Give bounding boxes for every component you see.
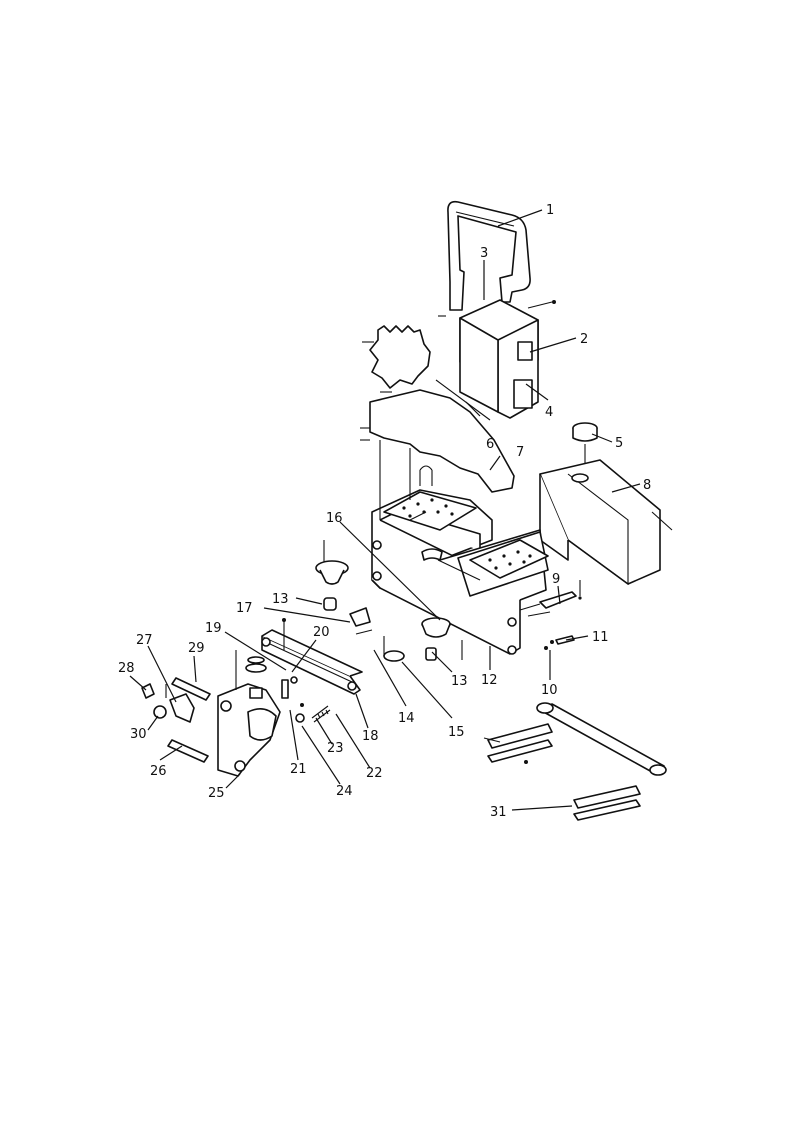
callout-20: 20 — [313, 625, 330, 640]
callout-31: 31 — [490, 805, 507, 820]
part-serrated-bracket — [362, 325, 431, 393]
callout-6: 6 — [486, 437, 494, 452]
part-dash-panel — [438, 299, 556, 419]
part-main-frame — [371, 440, 549, 655]
part-spacer-17 — [349, 607, 373, 635]
callout-7: 7 — [516, 445, 524, 460]
callout-27: 27 — [136, 633, 153, 648]
part-handle-bar — [447, 200, 531, 311]
callout-4: 4 — [545, 405, 553, 420]
callout-14: 14 — [398, 711, 415, 726]
part-spindle-bracket — [217, 650, 281, 777]
callout-2: 2 — [580, 332, 588, 347]
part-fuel-tank — [539, 459, 673, 586]
callout-11: 11 — [592, 630, 609, 645]
part-pulley-left — [315, 540, 349, 611]
callout-23: 23 — [327, 741, 344, 756]
callout-19: 19 — [205, 621, 222, 636]
part-pulley-center — [383, 617, 463, 662]
callout-17: 17 — [236, 601, 253, 616]
callout-24: 24 — [336, 784, 353, 799]
callout-9: 9 — [552, 572, 560, 587]
callout-15: 15 — [448, 725, 465, 740]
part-pins — [281, 676, 298, 699]
part-rear-axle-assembly — [483, 702, 667, 821]
callout-12: 12 — [481, 673, 498, 688]
callout-16: 16 — [326, 511, 343, 526]
callout-22: 22 — [366, 766, 383, 781]
part-shift-lever — [519, 580, 582, 617]
part-bolt-11 — [544, 635, 575, 650]
callout-1: 1 — [546, 203, 554, 218]
part-spring-rod — [295, 703, 331, 723]
callout-18: 18 — [362, 729, 379, 744]
part-dash-cover — [360, 379, 515, 493]
callout-26: 26 — [150, 764, 167, 779]
callout-5: 5 — [615, 436, 623, 451]
leader-lines — [129, 209, 641, 811]
callout-30: 30 — [130, 727, 147, 742]
callout-29: 29 — [188, 641, 205, 656]
callout-8: 8 — [643, 478, 651, 493]
callout-21: 21 — [290, 762, 307, 777]
callout-3: 3 — [480, 246, 488, 261]
callout-10: 10 — [541, 683, 558, 698]
part-rods — [167, 677, 211, 763]
callout-labels: 1 2 3 4 5 6 7 8 9 10 11 12 13 13 14 15 1… — [118, 203, 651, 820]
callout-25: 25 — [208, 786, 225, 801]
callout-28: 28 — [118, 661, 135, 676]
callout-13b: 13 — [451, 674, 468, 689]
callout-13a: 13 — [272, 592, 289, 607]
part-front-axle — [261, 618, 363, 695]
